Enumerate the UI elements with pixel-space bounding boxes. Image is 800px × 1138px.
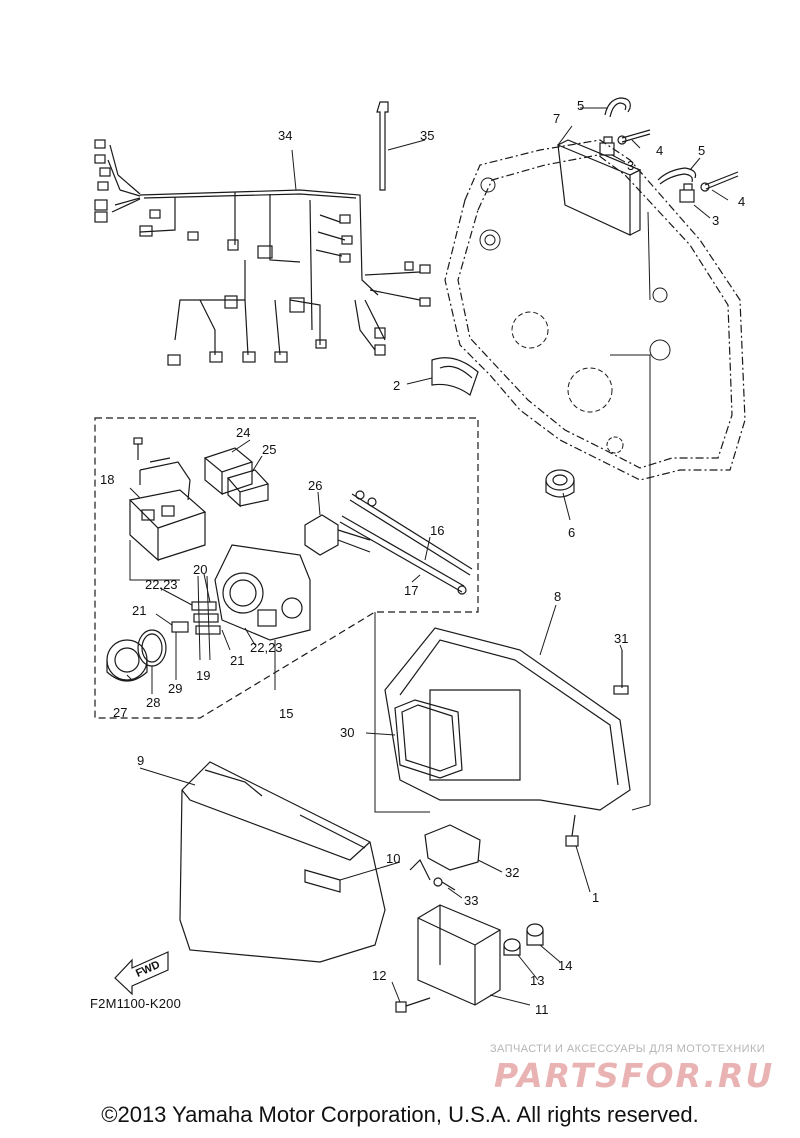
clamp-5-right [657,167,697,185]
leader-lines [126,107,729,1006]
cable-tie-35 [376,101,389,191]
callout-14: 14 [558,958,572,973]
callout-4-right: 4 [738,194,745,209]
cap-27 [106,639,148,682]
callout-22-23-left: 22,23 [145,577,178,592]
grommet-2 [431,357,479,396]
callout-30: 30 [340,725,354,740]
relay-25 [226,469,270,508]
sensor-26 [304,514,371,556]
callout-1: 1 [592,890,599,905]
watermark-tagline: ЗАПЧАСТИ И АКСЕССУАРЫ ДЛЯ МОТОТЕХНИКИ [490,1043,766,1055]
callout-4-top: 4 [656,143,663,158]
wire-harness-34 [94,139,431,366]
panel-bracket [139,457,191,501]
grommet-13 [503,938,521,956]
terminal-21-left [171,621,189,633]
callout-21-right: 21 [230,653,244,668]
callout-27: 27 [113,705,127,720]
watermark-logo: PARTSFOR.RU [494,1056,775,1095]
bolt-12 [395,997,431,1013]
callout-6: 6 [568,525,575,540]
screw-4-right [700,171,739,192]
relay-24 [203,447,254,496]
callout-15: 15 [279,706,293,721]
control-panel-18 [128,489,207,562]
callout-25: 25 [262,442,276,457]
callout-3-right: 3 [712,213,719,228]
callout-21-left: 21 [132,603,146,618]
callout-8: 8 [554,589,561,604]
bolt-top [133,437,143,460]
bracket-7 [557,139,642,236]
callout-12: 12 [372,968,386,983]
callout-11: 11 [535,1002,549,1017]
copyright-notice: ©2013 Yamaha Motor Corporation, U.S.A. A… [101,1102,699,1127]
callout-10: 10 [386,851,400,866]
callout-29: 29 [168,681,182,696]
throttle-body-20 [214,544,311,641]
gasket-30 [394,699,463,779]
fwd-label: FWD [134,959,162,980]
callout-32: 32 [505,865,519,880]
cable-17 [339,515,467,595]
housing-plate-details [479,177,671,454]
screw-4-top [617,129,651,145]
callout-2: 2 [393,378,400,393]
drawing-code: F2M1100-K200 [90,996,182,1011]
ecu-11 [417,904,501,1006]
grommet-6 [545,469,575,498]
callout-3-top: 3 [627,158,634,173]
fwd-arrow [114,951,169,996]
screw-33 [433,877,456,891]
callout-18: 18 [100,472,114,487]
callout-35: 35 [420,128,434,143]
callout-33: 33 [464,893,478,908]
callout-28: 28 [146,695,160,710]
cover-9 [179,761,386,963]
bolt-1 [565,814,579,847]
bolt-31 [613,650,629,695]
callout-31: 31 [614,631,628,646]
connector-3-top [599,136,615,156]
callout-26: 26 [308,478,322,493]
connector-3-right [679,183,695,203]
terminal-block-19 [191,601,221,635]
callout-16: 16 [430,523,444,538]
callout-5-right: 5 [698,143,705,158]
callout-20: 20 [193,562,207,577]
callout-7: 7 [553,111,560,126]
callout-13: 13 [530,973,544,988]
callout-5-top: 5 [577,98,584,113]
sensor-32 [409,824,481,881]
housing-plate [444,139,746,481]
callout-19: 19 [196,668,210,683]
clamp-5-top [604,97,631,118]
collar-14 [526,923,544,946]
box-housing-8 [384,627,631,811]
callout-17: 17 [404,583,418,598]
callout-22-23-right: 22,23 [250,640,283,655]
callout-34: 34 [278,128,292,143]
callout-24: 24 [236,425,250,440]
o-ring-28 [137,629,167,667]
cable-16 [349,490,473,576]
callout-9: 9 [137,753,144,768]
